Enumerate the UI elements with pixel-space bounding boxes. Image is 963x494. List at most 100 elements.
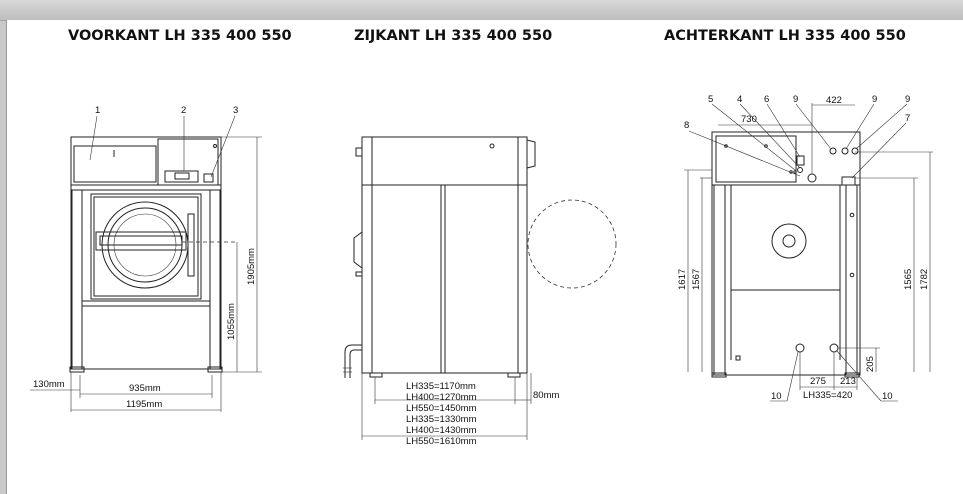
back-callout-9a: 9 <box>793 94 798 105</box>
back-callout-5: 5 <box>708 94 713 105</box>
front-dim-width: 1195mm <box>126 399 162 410</box>
back-connection-9a <box>829 147 837 155</box>
side-drain-pipe-inner <box>349 349 362 378</box>
back-right-foot <box>844 372 860 378</box>
back-motor-hub <box>782 234 796 248</box>
title-front: VOORKANT LH 335 400 550 <box>68 28 292 44</box>
back-callout-7: 7 <box>905 113 910 124</box>
front-body-outline <box>70 136 222 370</box>
back-leader-4 <box>739 103 801 169</box>
back-leader-9a <box>795 103 832 150</box>
front-dim-inner-width: 935mm <box>129 383 161 394</box>
side-door-bulge <box>353 231 363 269</box>
front-control-panel <box>157 138 219 186</box>
drawing-panel <box>6 20 963 494</box>
side-dim-5: LH400=1430mm <box>406 425 477 436</box>
side-view: 80mm LH335=1170mm LH400=1270mm LH550=145… <box>343 136 617 447</box>
back-leader-9c <box>855 103 908 150</box>
front-door-hinge <box>187 213 195 277</box>
back-top-panel <box>715 135 797 183</box>
front-top-left-panel <box>73 145 157 183</box>
front-dim-door: 1055mm <box>226 303 237 340</box>
back-dim-lh335: LH335=420 <box>803 390 852 401</box>
side-front-clip <box>355 147 362 157</box>
back-dim-422: 422 <box>826 95 842 106</box>
side-drain-pipe <box>344 344 362 378</box>
back-leader-8 <box>688 130 801 177</box>
front-right-foot <box>207 366 223 373</box>
back-body-outline <box>711 131 861 376</box>
back-connector-4 <box>797 167 803 173</box>
back-callout-4: 4 <box>737 94 742 105</box>
side-dim-6: LH550=1610mm <box>406 436 477 447</box>
back-dim-1782: 1782 <box>919 269 930 290</box>
back-callout-9b: 9 <box>872 94 877 105</box>
title-back: ACHTERKANT LH 335 400 550 <box>664 28 906 44</box>
front-left-foot <box>69 366 85 373</box>
side-rear-foot <box>507 372 521 378</box>
side-clip-2 <box>355 271 362 277</box>
back-dim-205: 205 <box>865 356 876 372</box>
back-leader-9b <box>845 103 875 150</box>
back-connection-9b <box>841 147 849 155</box>
side-dim-2: LH400=1270mm <box>406 392 477 403</box>
back-small-box <box>735 355 741 361</box>
side-dim-offset: 80mm <box>533 390 559 401</box>
back-drain-2 <box>829 343 839 353</box>
back-callout-6: 6 <box>764 94 769 105</box>
side-dim-1: LH335=1170mm <box>406 381 476 392</box>
side-screw <box>489 143 495 149</box>
front-door-inner <box>93 196 199 297</box>
front-screw <box>213 144 217 148</box>
front-callout-1: 1 <box>95 105 100 116</box>
back-leader-5 <box>711 103 796 171</box>
back-steam-inlet <box>807 173 817 183</box>
back-motor-outer <box>771 223 807 259</box>
back-callout-8: 8 <box>684 120 689 131</box>
back-dim-213: 213 <box>840 376 856 387</box>
front-door-handle-bar <box>95 231 187 251</box>
back-connection-9c <box>851 147 859 155</box>
side-dim-4: LH335=1330mm <box>406 414 477 425</box>
back-screw-1 <box>724 144 728 148</box>
back-leader-10-right <box>836 350 882 402</box>
front-switch <box>203 173 214 183</box>
back-dim-730: 730 <box>741 114 757 125</box>
back-leader-10-left <box>786 351 799 402</box>
title-side: ZIJKANT LH 335 400 550 <box>354 28 553 44</box>
back-callout-9c: 9 <box>905 94 910 105</box>
front-right-leg <box>209 189 221 370</box>
back-drain-1 <box>795 343 805 353</box>
back-callout-10-right: 10 <box>882 391 893 402</box>
back-callout-10-left: 10 <box>771 391 782 402</box>
back-dot-2 <box>793 170 797 174</box>
front-leader-1 <box>89 115 98 161</box>
back-dim-1617: 1617 <box>677 269 688 290</box>
back-connector-7 <box>841 176 856 186</box>
back-left-foot <box>711 372 727 378</box>
side-rear-bracket <box>526 139 536 169</box>
front-display-screen <box>174 172 190 180</box>
back-leader-6 <box>766 103 801 158</box>
back-leg-hole-1 <box>849 212 855 218</box>
front-dim-foot: 130mm <box>33 379 65 390</box>
back-dim-275: 275 <box>810 376 826 387</box>
front-callout-2: 2 <box>181 105 186 116</box>
side-front-foot <box>369 372 383 378</box>
back-left-leg <box>713 184 726 376</box>
front-view: 1 2 3 1905mm 1055mm 130mm 935mm 1195mm <box>30 105 262 412</box>
back-connector-6 <box>796 155 805 166</box>
front-display <box>164 170 199 183</box>
front-callout-3: 3 <box>233 105 238 116</box>
side-dim-3: LH550=1450mm <box>406 403 477 414</box>
side-drum-projection <box>527 199 617 289</box>
back-dim-1565: 1565 <box>903 269 914 290</box>
front-dim-height: 1905mm <box>246 248 257 285</box>
front-left-leg <box>71 189 83 370</box>
front-door-handle-inner <box>99 235 183 246</box>
front-door-frame <box>90 193 202 300</box>
back-dim-1567: 1567 <box>691 269 702 290</box>
back-leader-7 <box>851 122 907 179</box>
